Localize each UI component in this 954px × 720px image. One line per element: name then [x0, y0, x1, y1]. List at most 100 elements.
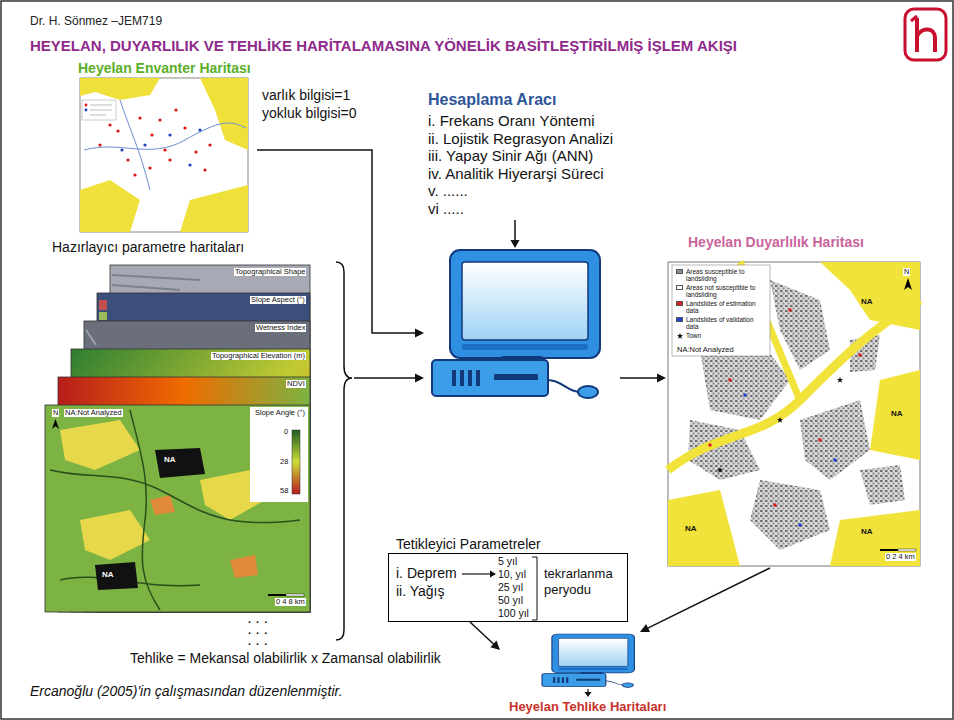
inventory-map: [80, 180, 140, 232]
parameter-map-stack: [86, 330, 96, 345]
inventory-map: [203, 168, 206, 171]
susceptibility-map: [668, 262, 920, 566]
susceptibility-map: [798, 523, 802, 527]
susceptibility-map: [717, 467, 723, 473]
inventory-map: [148, 166, 151, 169]
susceptibility-map: [830, 510, 920, 566]
parameter-map-stack: [250, 407, 308, 502]
slide-title: HEYELAN, DUYARLILIK VE TEHLİKE HARİTALAM…: [30, 37, 737, 55]
arrow-head: [415, 374, 424, 383]
arrow-head: [415, 329, 424, 338]
inventory-map: [90, 105, 112, 115]
inventory-map: [168, 133, 171, 136]
parameter-map-stack: [230, 555, 258, 578]
arrow-head: [640, 624, 650, 632]
inventory-map: [188, 163, 191, 166]
inventory-map: [84, 123, 246, 150]
university-logo: [905, 9, 946, 60]
inventory-map: [80, 78, 248, 232]
author-header: Dr. H. Sönmez –JEM719: [30, 14, 162, 28]
susceptibility-map: [833, 458, 837, 462]
na-label: NA: [163, 456, 177, 465]
map-heading: Heyelan Duyarlılık Haritası: [688, 234, 864, 251]
scale-bar-label: 0 2 4 km: [885, 553, 916, 561]
computer-icon: [432, 250, 600, 398]
parameter-map-stack: [95, 562, 138, 590]
inventory-map: [116, 129, 119, 132]
period-value: 5 yıl: [498, 556, 517, 567]
grouping-brace: [336, 262, 352, 640]
inventory-map: [82, 100, 116, 120]
box-heading: Tetikleyici Parametreler: [396, 536, 541, 553]
trigger-marks: [490, 571, 496, 578]
inventory-map: [198, 128, 201, 131]
data-note: yokluk bilgisi=0: [262, 105, 357, 122]
method-item: i. Frekans Oranı Yöntemi: [428, 112, 594, 130]
susceptibility-map: [750, 480, 830, 550]
flow-arrow: [620, 377, 659, 379]
susceptibility-map: [837, 377, 843, 383]
susceptibility-map: [880, 549, 898, 551]
map-title: Topographical Elevation (m): [211, 352, 306, 360]
parameter-map-stack: [80, 510, 150, 560]
susceptibility-map: [743, 393, 747, 397]
parameter-map-stack: [45, 405, 310, 612]
inventory-map: [120, 128, 201, 166]
computer-icon: [432, 220, 600, 398]
period-value: 100 yıl: [498, 608, 529, 619]
method-item: iii. Yapay Sinir Ağı (ANN): [428, 147, 593, 165]
inventory-map: [200, 78, 248, 150]
map-heading: Heyelan Envanter Haritası: [78, 60, 251, 77]
parameter-map-stack: [60, 420, 140, 470]
map-title: NDVI: [286, 380, 306, 388]
susceptibility-map: [820, 262, 920, 330]
inventory-map: [174, 108, 177, 111]
scale-bar-label: 0 4 8 km: [275, 598, 306, 606]
university-logo: [905, 9, 946, 60]
flow-arrow: [620, 374, 666, 383]
parameter-map-stack: [286, 594, 304, 596]
computer-icon: [514, 220, 516, 241]
flow-arrow: [354, 377, 417, 379]
inventory-map: [80, 78, 160, 100]
susceptibility-map: [668, 262, 920, 566]
susceptibility-map: [800, 400, 870, 480]
node-box: Heyelan Envanter Haritası: [76, 60, 257, 236]
scale-value: 0: [283, 428, 289, 436]
map-note: NA:Not Analyzed: [64, 409, 123, 417]
period-value: 50 yıl: [498, 595, 523, 606]
parameter-map-stack: [292, 430, 300, 494]
parameter-map-stack: [52, 419, 59, 429]
method-item: vi .....: [428, 200, 464, 218]
flow-arrow: [470, 622, 500, 650]
parameter-map-stack: [99, 300, 107, 310]
parameter-map-stack: [268, 594, 286, 596]
parameter-map-stack: [150, 495, 175, 515]
inventory-map: [168, 158, 171, 161]
flow-arrow: [470, 622, 495, 645]
node-box: Hesaplama Aracıi. Frekans Oranı Yöntemii…: [424, 90, 620, 398]
susceptibility-map: [860, 465, 905, 505]
inventory-map: [180, 185, 248, 232]
trigger-item: i. Deprem: [396, 565, 457, 582]
susceptibility-map: [672, 265, 770, 356]
arrow-head: [657, 374, 666, 383]
scale-value: 28: [279, 458, 289, 466]
susceptibility-map: [777, 417, 783, 423]
trigger-marks: [462, 573, 490, 574]
inventory-map: [150, 133, 153, 136]
inventory-map: [85, 109, 88, 112]
data-note: varlık bilgisi=1: [262, 87, 350, 104]
tool-heading: Hesaplama Aracı: [428, 90, 556, 109]
method-item: ii. Lojistik Regrasyon Analizi: [428, 130, 613, 148]
trigger-marks: [462, 557, 537, 620]
na-label: NA: [890, 410, 904, 419]
parameter-map-stack: [99, 312, 107, 320]
flow-arrow: [640, 568, 770, 632]
node-box: Tetikleyici Parametreleri. Depremii. Yağ…: [386, 536, 630, 622]
node-box: Heyelan Tehlike Haritaları: [500, 632, 676, 716]
node-box: Hazırlayıcı parametre haritaları: [42, 239, 354, 640]
inventory-map: [143, 143, 146, 146]
inventory-map: [158, 118, 161, 121]
